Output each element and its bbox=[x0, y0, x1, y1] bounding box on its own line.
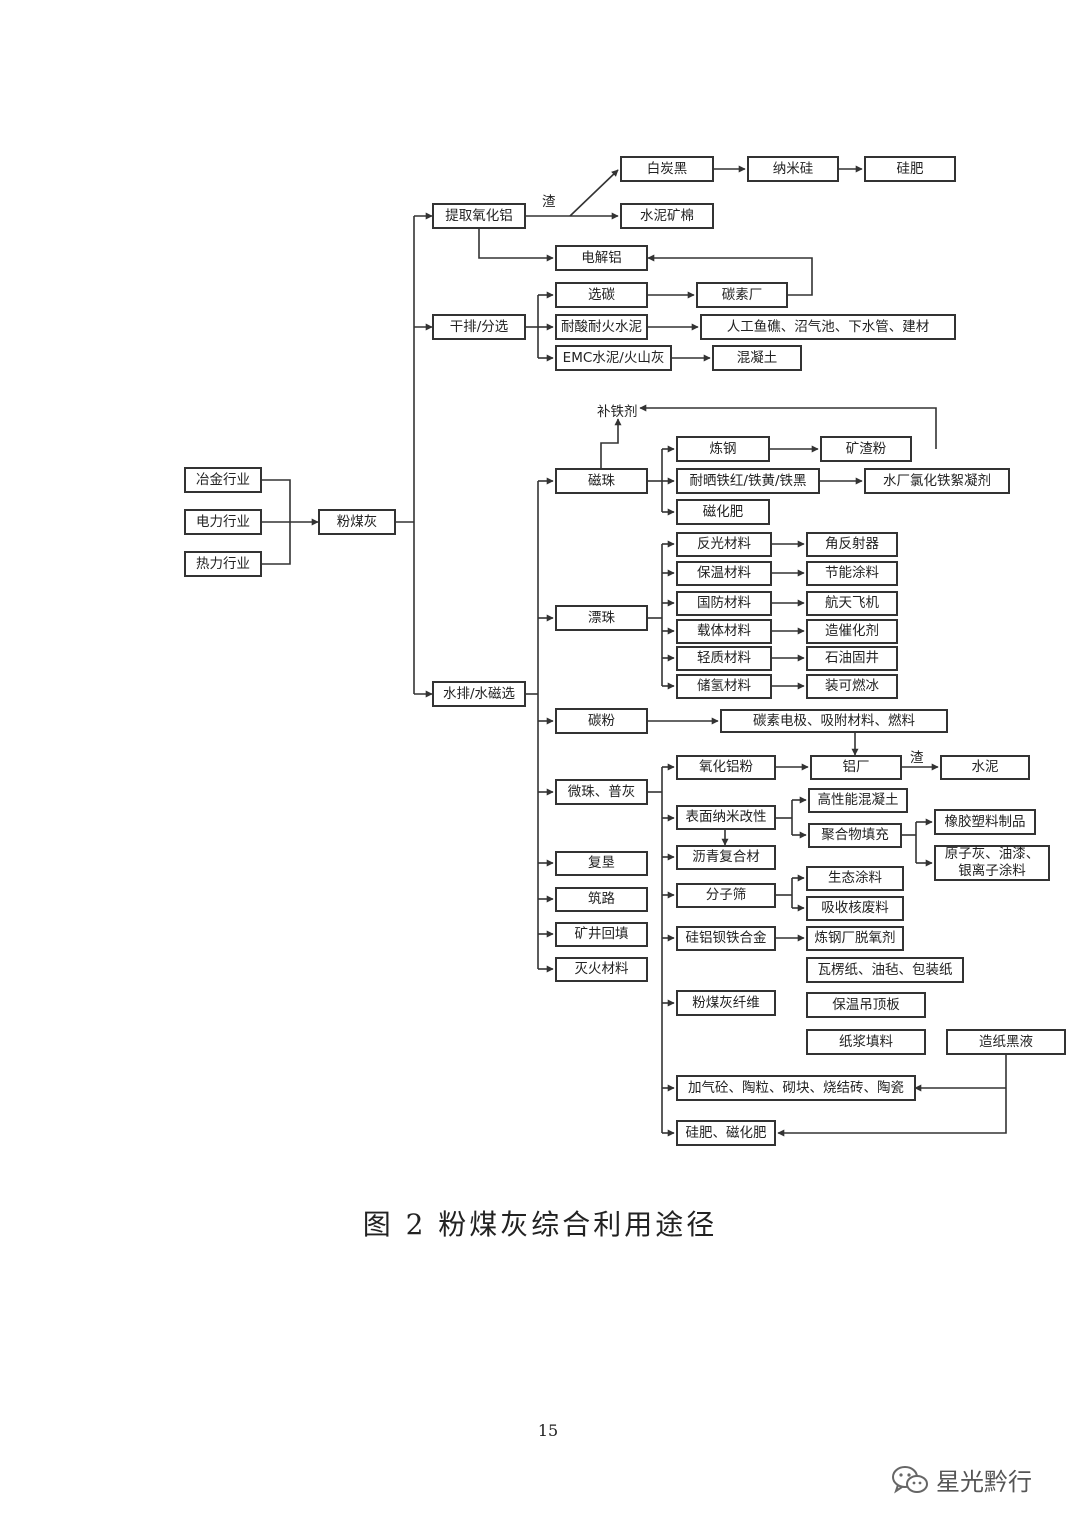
node-power-industry: 电力行业 bbox=[184, 509, 262, 535]
node-nuclear-waste-absorption: 吸收核废料 bbox=[806, 896, 904, 921]
node-molecular-sieve: 分子筛 bbox=[676, 883, 776, 908]
node-pulp-filler: 纸浆填料 bbox=[806, 1029, 926, 1055]
wechat-icon bbox=[892, 1465, 928, 1493]
node-slag-powder: 矿渣粉 bbox=[820, 436, 912, 462]
node-reflective-material: 反光材料 bbox=[676, 532, 772, 557]
node-putty-paint-coating: 原子灰、油漆、银离子涂料 bbox=[934, 845, 1050, 881]
node-cement: 水泥 bbox=[940, 755, 1030, 780]
node-oil-well-cementing: 石油固井 bbox=[806, 646, 898, 671]
node-polymer-filler: 聚合物填充 bbox=[808, 823, 902, 848]
node-fly-ash-fiber: 粉煤灰纤维 bbox=[676, 990, 776, 1016]
node-carrier-material: 载体材料 bbox=[676, 619, 772, 644]
node-carbon-plant: 碳素厂 bbox=[696, 282, 788, 308]
node-deoxidizer: 炼钢厂脱氧剂 bbox=[806, 926, 904, 951]
node-eco-coating: 生态涂料 bbox=[806, 866, 904, 891]
node-dry-sorting: 干排/分选 bbox=[432, 314, 526, 340]
node-silicon-magnetized-fertilizer: 硅肥、磁化肥 bbox=[676, 1120, 776, 1146]
node-fly-ash: 粉煤灰 bbox=[318, 509, 396, 535]
node-corrugated-paper: 瓦楞纸、油毡、包装纸 bbox=[806, 957, 964, 983]
node-white-carbon-black: 白炭黑 bbox=[620, 156, 714, 182]
node-fire-extinguishing: 灭火材料 bbox=[555, 957, 648, 982]
node-steelmaking: 炼钢 bbox=[676, 436, 770, 462]
node-silicon-fertilizer: 硅肥 bbox=[864, 156, 956, 182]
node-mine-backfill: 矿井回填 bbox=[555, 922, 648, 947]
node-magnetized-fertilizer: 磁化肥 bbox=[676, 499, 770, 525]
node-hydrogen-storage: 储氢材料 bbox=[676, 674, 772, 699]
watermark-text: 星光黔行 bbox=[936, 1468, 1032, 1496]
node-cement-mineral-wool: 水泥矿棉 bbox=[620, 203, 714, 229]
node-cenospheres: 漂珠 bbox=[555, 605, 648, 631]
node-defense-material: 国防材料 bbox=[676, 591, 772, 616]
node-ferric-chloride-flocculant: 水厂氯化铁絮凝剂 bbox=[864, 468, 1010, 494]
node-iron-oxide-pigments: 耐晒铁红/铁黄/铁黑 bbox=[676, 468, 820, 494]
node-acid-refractory-cement: 耐酸耐火水泥 bbox=[555, 314, 648, 340]
figure-caption: 图 2 粉煤灰综合利用途径 bbox=[362, 1208, 718, 1241]
watermark: 星光黔行 bbox=[890, 1462, 1032, 1497]
node-si-al-ba-fe-alloy: 硅铝钡铁合金 bbox=[676, 926, 776, 951]
node-metallurgy-industry: 冶金行业 bbox=[184, 467, 262, 493]
node-aluminum-plant: 铝厂 bbox=[810, 755, 902, 780]
page-number: 15 bbox=[537, 1421, 559, 1440]
node-lightweight-material: 轻质材料 bbox=[676, 646, 772, 671]
node-papermaking-black-liquor: 造纸黑液 bbox=[946, 1029, 1066, 1055]
node-catalyst: 造催化剂 bbox=[806, 619, 898, 644]
label-slag-2: 渣 bbox=[910, 750, 924, 766]
node-electrolytic-aluminum: 电解铝 bbox=[555, 245, 648, 271]
node-heat-industry: 热力行业 bbox=[184, 551, 262, 577]
node-land-reclamation: 复垦 bbox=[555, 851, 648, 876]
node-space-shuttle: 航天飞机 bbox=[806, 591, 898, 616]
node-nano-silicon: 纳米硅 bbox=[747, 156, 839, 182]
node-building-materials: 加气砼、陶粒、砌块、烧结砖、陶瓷 bbox=[676, 1075, 916, 1101]
node-magnetic-beads: 磁珠 bbox=[555, 468, 648, 494]
node-insulation-material: 保温材料 bbox=[676, 561, 772, 586]
node-artificial-reef: 人工鱼礁、沼气池、下水管、建材 bbox=[700, 314, 956, 340]
node-road-building: 筑路 bbox=[555, 887, 648, 912]
node-high-performance-concrete: 高性能混凝土 bbox=[808, 788, 908, 813]
label-iron-supplement: 补铁剂 bbox=[597, 404, 638, 420]
node-combustible-ice: 装可燃冰 bbox=[806, 674, 898, 699]
node-surface-nano-modification: 表面纳米改性 bbox=[676, 805, 776, 830]
node-rubber-plastic-products: 橡胶塑料制品 bbox=[934, 809, 1036, 835]
node-concrete: 混凝土 bbox=[712, 345, 802, 371]
node-corner-reflector: 角反射器 bbox=[806, 532, 898, 557]
node-carbon-separation: 选碳 bbox=[555, 282, 648, 308]
node-asphalt-composite: 沥青复合材 bbox=[676, 845, 776, 870]
label-slag-1: 渣 bbox=[542, 194, 556, 210]
node-insulation-ceiling-board: 保温吊顶板 bbox=[806, 992, 926, 1018]
node-wet-magnetic: 水排/水磁选 bbox=[432, 681, 526, 707]
node-emc-cement: EMC水泥/火山灰 bbox=[555, 345, 672, 371]
node-alumina-powder: 氧化铝粉 bbox=[676, 755, 776, 780]
node-extract-alumina: 提取氧化铝 bbox=[432, 203, 526, 229]
node-carbon-powder: 碳粉 bbox=[555, 708, 648, 734]
node-carbon-electrode: 碳素电极、吸附材料、燃料 bbox=[720, 709, 948, 733]
node-energy-saving-coating: 节能涂料 bbox=[806, 561, 898, 586]
node-microbeads: 微珠、普灰 bbox=[555, 779, 648, 805]
